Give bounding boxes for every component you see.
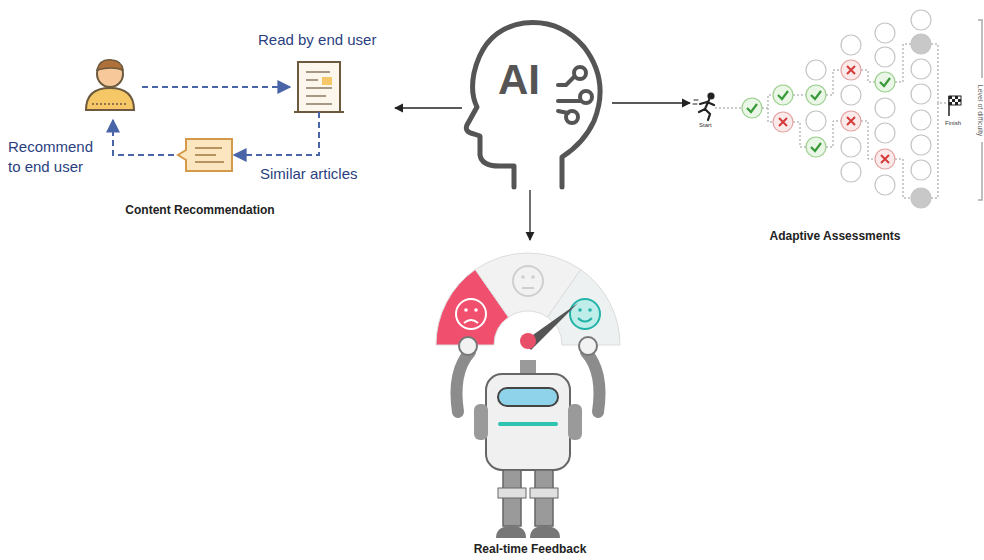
- path-line: [826, 70, 841, 95]
- panel-caption: Content Recommendation: [5, 203, 395, 217]
- real-time-feedback-panel: Real-time Feedback: [440, 240, 620, 560]
- path-line: [793, 122, 806, 147]
- mood-face: [456, 299, 486, 329]
- document-node: Read by end user: [298, 62, 340, 112]
- flow-arrow: [529, 190, 530, 240]
- adaptive-assessments-panel: Adaptive Assessments: [690, 5, 980, 245]
- path-line: [715, 108, 742, 109]
- question-circle: [806, 60, 826, 80]
- node-label: Similar articles: [260, 165, 358, 183]
- robot-illustration: [457, 337, 600, 538]
- document-icon: [294, 62, 344, 112]
- flow-arrow: [395, 107, 462, 108]
- question-circle: [875, 72, 895, 92]
- question-circle: [911, 59, 931, 79]
- axis-label: Level of difficulty: [975, 76, 984, 146]
- icon-label: AI: [498, 55, 540, 105]
- head-outline: [466, 23, 600, 188]
- question-circle: [911, 160, 931, 180]
- path-line: [793, 95, 806, 96]
- gauge-knob: [520, 333, 536, 349]
- flow-arrow: [612, 102, 690, 103]
- question-circle: [911, 110, 931, 130]
- question-circle: [841, 111, 861, 131]
- question-circle: [841, 85, 861, 105]
- start-label: Start: [699, 122, 712, 130]
- mood-face: [570, 299, 600, 329]
- question-circle: [911, 10, 931, 30]
- question-circle: [875, 47, 895, 67]
- mood-face: [513, 266, 543, 296]
- path-line: [826, 121, 841, 147]
- question-circle: [911, 34, 931, 54]
- dashed-arrow: [142, 86, 290, 88]
- difficulty-grid: [715, 10, 946, 208]
- question-circle: [841, 35, 861, 55]
- question-circle: [806, 85, 826, 105]
- question-circle: [875, 149, 895, 169]
- path-line: [895, 44, 911, 82]
- path-line: [861, 70, 875, 82]
- dashed-arrow: [234, 112, 319, 155]
- question-circle: [875, 123, 895, 143]
- user-icon: [86, 60, 134, 110]
- question-circle: [875, 23, 895, 43]
- path-line: [861, 121, 875, 159]
- path-line: [762, 95, 773, 108]
- question-circle: [773, 112, 793, 132]
- article-card-node: Similar articles: [178, 138, 234, 172]
- question-circle: [911, 135, 931, 155]
- question-circle: [806, 137, 826, 157]
- gauge-segment: [547, 270, 620, 345]
- question-circle: [841, 162, 861, 182]
- message-card-icon: [178, 139, 232, 171]
- arrow-label: Recommend to end user: [8, 137, 108, 176]
- panel-caption: Adaptive Assessments: [690, 229, 980, 243]
- path-line: [931, 103, 938, 198]
- question-circle: [911, 84, 931, 104]
- content-recommendation-panel: Read by end userSimilar articlesContent …: [5, 25, 395, 225]
- question-circle: [841, 60, 861, 80]
- ai-head: AI: [462, 15, 612, 190]
- path-line: [768, 108, 773, 122]
- finish-flag-icon: [949, 96, 961, 116]
- question-circle: [875, 175, 895, 195]
- question-circle: [911, 188, 931, 208]
- path-line: [895, 159, 911, 198]
- node-label: Read by end user: [258, 31, 376, 49]
- question-circle: [841, 137, 861, 157]
- dashed-arrow: [113, 120, 174, 155]
- panel-caption: Real-time Feedback: [440, 542, 620, 556]
- question-circle: [875, 98, 895, 118]
- runner-icon: [693, 94, 714, 121]
- question-circle: [742, 98, 762, 118]
- path-line: [931, 44, 946, 103]
- finish-label: Finish: [945, 120, 961, 128]
- question-circle: [773, 85, 793, 105]
- feedback-gauge: [436, 253, 620, 350]
- question-circle: [806, 111, 826, 131]
